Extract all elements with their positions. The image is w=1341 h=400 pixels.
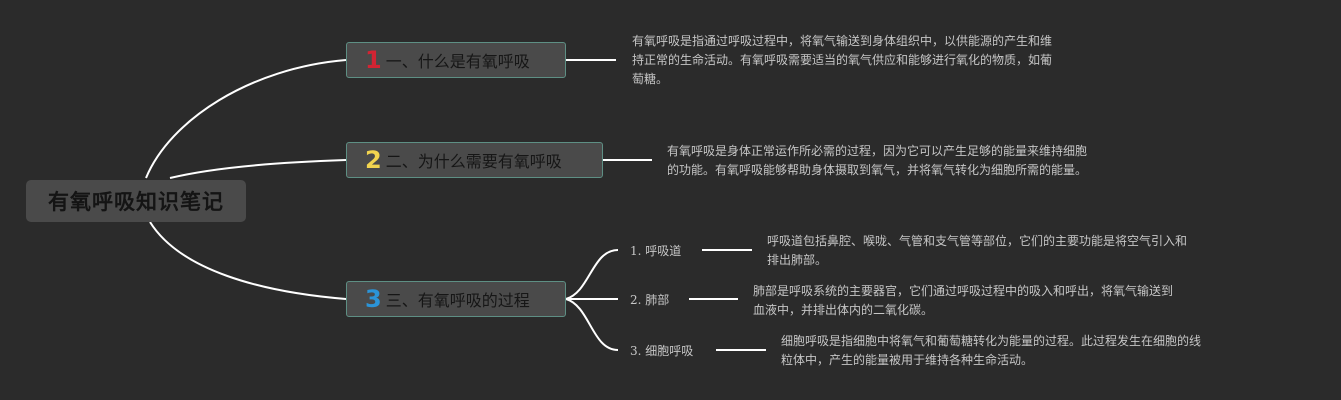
desc-line: 排出肺部。 <box>767 253 828 267</box>
desc-line: 有氧呼吸是指通过呼吸过程中，将氧气输送到身体组织中，以供能源的产生和维 <box>632 34 1053 48</box>
branch-description-2: 有氧呼吸是身体正常运作所必需的过程，因为它可以产生足够的能量来维持细胞 的功能。… <box>667 142 1087 180</box>
desc-line: 粒体中，产生的能量被用于维持各种生命活动。 <box>781 353 1034 367</box>
desc-line: 有氧呼吸是身体正常运作所必需的过程，因为它可以产生足够的能量来维持细胞 <box>667 144 1088 158</box>
desc-line: 的功能。有氧呼吸能够帮助身体摄取到氧气，并将氧气转化为细胞所需的能量。 <box>667 163 1088 177</box>
branch-number-badge: 3 <box>365 285 382 313</box>
desc-line: 血液中，并排出体内的二氧化碳。 <box>753 303 934 317</box>
branch-node-3[interactable]: 3 三、有氧呼吸的过程 <box>346 281 566 317</box>
desc-line: 肺部是呼吸系统的主要器官，它们通过呼吸过程中的吸入和呼出，将氧气输送到 <box>753 284 1174 298</box>
connector-root-branch-1 <box>145 59 347 179</box>
connector-branch-3-sub-1 <box>565 249 619 300</box>
desc-line: 萄糖。 <box>632 72 669 86</box>
branch-title: 二、为什么需要有氧呼吸 <box>385 152 562 171</box>
connector-root-branch-2 <box>169 159 347 179</box>
sub-topic-1[interactable]: 1. 呼吸道 <box>630 244 682 258</box>
sub-topic-3[interactable]: 3. 细胞呼吸 <box>630 344 694 358</box>
branch-number-badge: 2 <box>365 146 382 174</box>
branch-node-1[interactable]: 1 一、什么是有氧呼吸 <box>346 42 566 78</box>
branch-description-1: 有氧呼吸是指通过呼吸过程中，将氧气输送到身体组织中，以供能源的产生和维 持正常的… <box>632 32 1052 89</box>
root-title: 有氧呼吸知识笔记 <box>48 190 224 214</box>
branch-title: 一、什么是有氧呼吸 <box>385 52 530 71</box>
sub-description-1: 呼吸道包括鼻腔、喉咙、气管和支气管等部位，它们的主要功能是将空气引入和 排出肺部… <box>767 232 1187 270</box>
connector-branch-3-sub-3 <box>565 298 619 351</box>
sub-topic-2[interactable]: 2. 肺部 <box>630 293 670 307</box>
sub-description-2: 肺部是呼吸系统的主要器官，它们通过呼吸过程中的吸入和呼出，将氧气输送到 血液中，… <box>753 282 1173 320</box>
sub-description-3: 细胞呼吸是指细胞中将氧气和葡萄糖转化为能量的过程。此过程发生在细胞的线 粒体中，… <box>781 332 1201 370</box>
desc-line: 细胞呼吸是指细胞中将氧气和葡萄糖转化为能量的过程。此过程发生在细胞的线 <box>781 334 1202 348</box>
branch-title: 三、有氧呼吸的过程 <box>385 291 530 310</box>
desc-line: 持正常的生命活动。有氧呼吸需要适当的氧气供应和能够进行氧化的物质，如葡 <box>632 53 1053 67</box>
desc-line: 呼吸道包括鼻腔、喉咙、气管和支气管等部位，它们的主要功能是将空气引入和 <box>767 234 1188 248</box>
root-node[interactable]: 有氧呼吸知识笔记 <box>26 180 246 222</box>
branch-node-2[interactable]: 2 二、为什么需要有氧呼吸 <box>346 142 603 178</box>
branch-number-badge: 1 <box>365 46 382 74</box>
connector-root-branch-3 <box>149 221 347 300</box>
